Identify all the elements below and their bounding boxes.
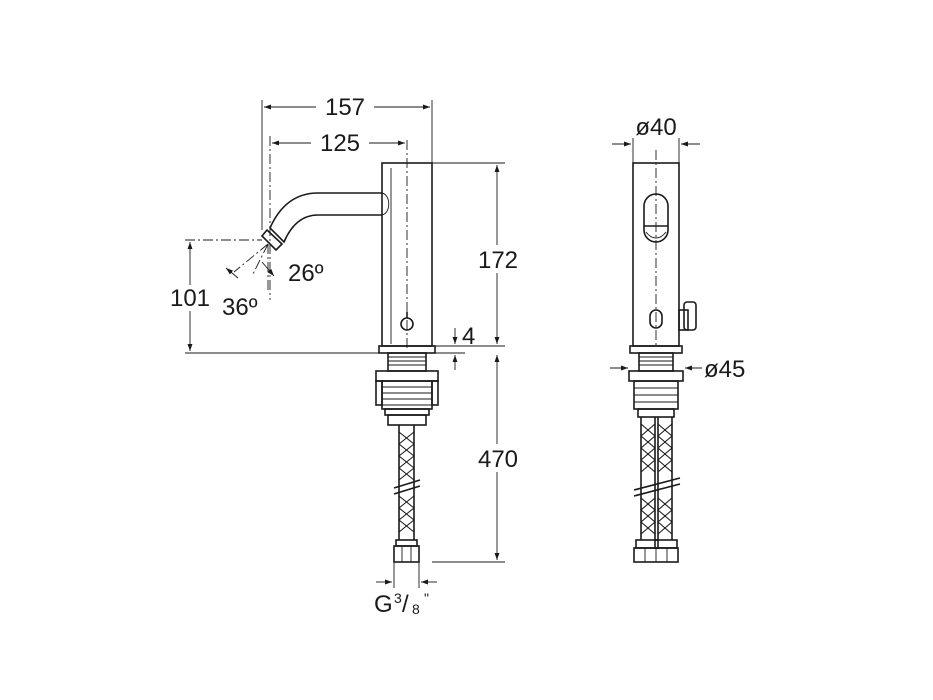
svg-text:": " xyxy=(424,590,429,606)
front-view: ø40 ø45 xyxy=(610,114,745,563)
thread-label: G 3 / 8 " xyxy=(374,590,429,618)
front-outlet xyxy=(643,193,669,243)
dim-157-label: 157 xyxy=(325,94,365,121)
dim-101-label: 101 xyxy=(170,285,210,312)
spout-joint xyxy=(381,192,390,216)
side-lever xyxy=(678,301,697,331)
svg-text:G: G xyxy=(374,591,393,618)
flexible-hose xyxy=(393,425,421,563)
threaded-shank xyxy=(375,352,439,426)
svg-text:8: 8 xyxy=(412,601,420,617)
spray-angle-rays xyxy=(225,243,275,290)
dim-d45-label: ø45 xyxy=(704,356,745,383)
front-sensor xyxy=(649,309,663,329)
front-break-top xyxy=(633,477,681,491)
svg-text:3: 3 xyxy=(394,590,402,606)
svg-text:/: / xyxy=(402,591,409,618)
front-hoses xyxy=(633,417,681,563)
break-line-bottom xyxy=(393,485,421,495)
angle-26-label: 26º xyxy=(288,260,324,287)
dim-4-label: 4 xyxy=(462,323,475,350)
front-break-bottom xyxy=(633,483,681,497)
dim-172-label: 172 xyxy=(478,247,518,274)
front-base-ring xyxy=(629,345,683,354)
dim-125-label: 125 xyxy=(320,130,360,157)
sensor-window xyxy=(400,312,414,331)
spout xyxy=(269,192,382,244)
spout-outlet xyxy=(260,228,284,252)
dim-470-label: 470 xyxy=(478,446,518,473)
break-line-top xyxy=(393,479,421,489)
side-view: 157 125 172 101 26º 36º 4 470 xyxy=(164,94,530,618)
dim-d40-label: ø40 xyxy=(635,114,676,141)
angle-36-label: 36º xyxy=(222,294,258,321)
front-shank xyxy=(628,352,684,418)
